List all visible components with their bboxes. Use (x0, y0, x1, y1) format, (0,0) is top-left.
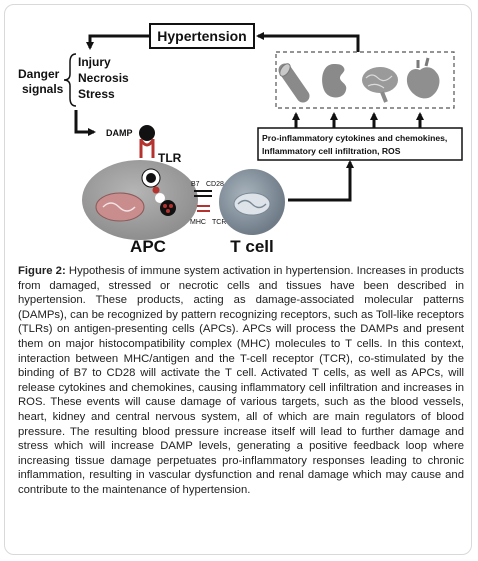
brain-icon (362, 67, 398, 103)
hypertension-box (149, 23, 255, 49)
b7-cd28-receptor-icon (194, 190, 212, 197)
cd28-label: CD28 (206, 181, 224, 188)
diagram: Hypertension Danger signals Injury Necro… (18, 23, 463, 256)
tcell-label: T cell (230, 237, 273, 256)
feedback-arrow-right (256, 32, 360, 52)
mhc-label: MHC (190, 219, 206, 226)
b7-label: B7 (191, 181, 200, 188)
effects-text-line2: Inflammatory cell infiltration, ROS (262, 146, 401, 156)
hypertension-label: Hypertension (157, 28, 246, 44)
danger-signals-label: Danger signals (18, 67, 64, 96)
damp-icon (139, 125, 155, 141)
organ-targets-box (275, 51, 455, 109)
kidney-icon (322, 64, 347, 98)
danger-to-damp-arrow (74, 110, 96, 136)
apc-vesicle-icon (155, 193, 165, 203)
tlr-label: TLR (158, 151, 182, 165)
tcell-to-effects-arrow (288, 160, 354, 202)
figure-caption-label: Figure 2: (18, 265, 66, 277)
danger-signal-stress: Stress (78, 87, 115, 101)
figure-caption-text: Hypothesis of immune system activation i… (18, 265, 465, 496)
processed-antigen-icon (160, 200, 176, 216)
effects-text-line1: Pro-inflammatory cytokines and chemokine… (262, 133, 447, 143)
danger-brace (63, 53, 77, 107)
danger-signal-necrosis: Necrosis (78, 71, 129, 85)
figure-card (4, 4, 472, 555)
danger-signal-injury: Injury (78, 55, 111, 69)
heart-icon (406, 57, 440, 99)
feedback-arrow-left (86, 34, 150, 50)
apc-label: APC (130, 237, 166, 256)
figure-caption: Figure 2: Hypothesis of immune system ac… (18, 264, 464, 498)
mhc-tcr-receptor-icon (197, 205, 210, 212)
apc-granule-icon (152, 186, 160, 194)
damp-label: DAMP (106, 128, 133, 138)
effects-box (257, 127, 463, 161)
blood-vessel-icon (278, 63, 310, 103)
tcr-label: TCR (212, 219, 226, 226)
